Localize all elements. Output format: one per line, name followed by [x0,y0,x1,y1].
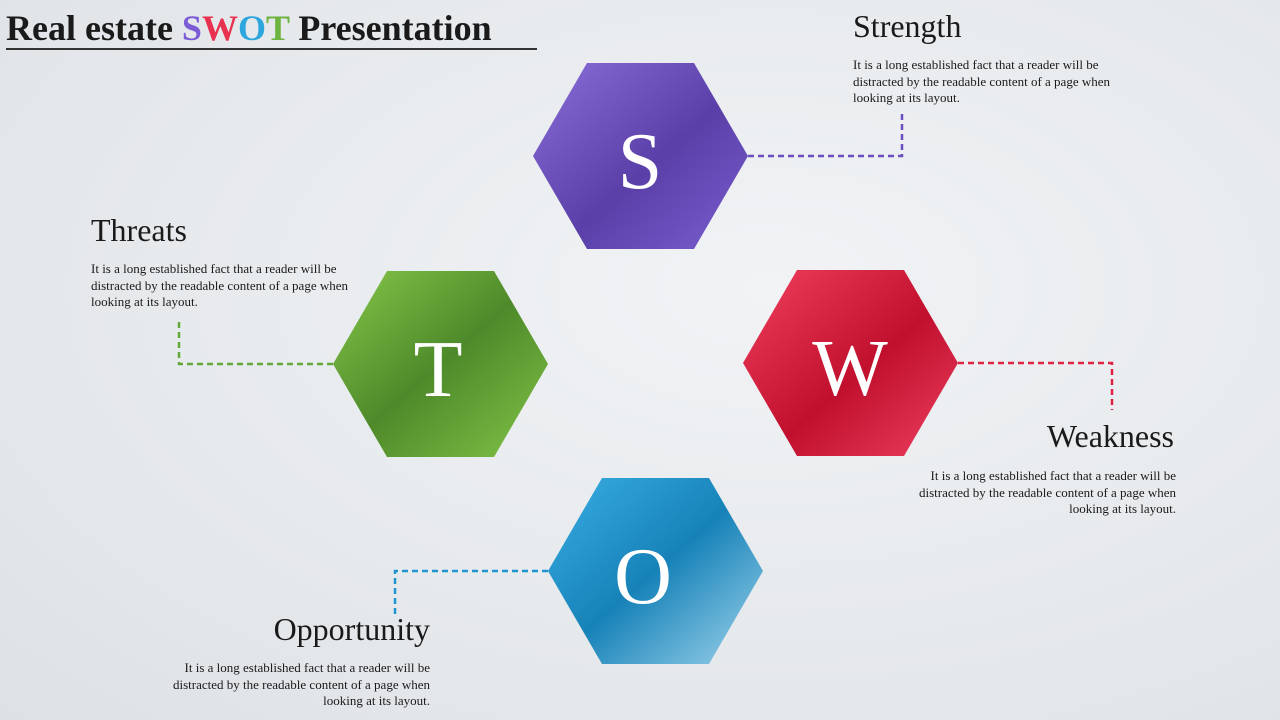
opportunity-description: It is a long established fact that a rea… [173,660,430,708]
title-prefix: Real estate [6,8,182,48]
title-letter-s: S [181,8,202,48]
page-title: Real estate SWOT Presentation [6,6,492,50]
weakness-heading: Weakness [1046,418,1174,454]
weakness-hexagon [743,270,958,456]
title-letter-t: T [265,8,290,48]
opportunity-hexagon [548,478,763,664]
threats-letter: T [414,326,463,414]
strength-letter: S [618,118,663,206]
strength-connector [748,110,904,158]
threats-hexagon [333,271,548,457]
weakness-connector [958,361,1114,410]
threats-connector [177,318,333,366]
strength-heading: Strength [853,8,962,44]
opportunity-letter: O [614,533,672,621]
title-underline [6,48,537,50]
title-letter-w: W [201,8,238,48]
threats-heading: Threats [91,212,187,248]
weakness-description: It is a long established fact that a rea… [919,468,1176,516]
title-suffix: Presentation [289,8,492,48]
opportunity-heading: Opportunity [273,611,430,647]
threats-description: It is a long established fact that a rea… [91,261,348,309]
title-letter-o: O [237,8,266,48]
strength-hexagon [533,63,748,249]
weakness-letter: W [812,325,888,413]
opportunity-connector [393,569,548,617]
strength-description: It is a long established fact that a rea… [853,57,1110,105]
